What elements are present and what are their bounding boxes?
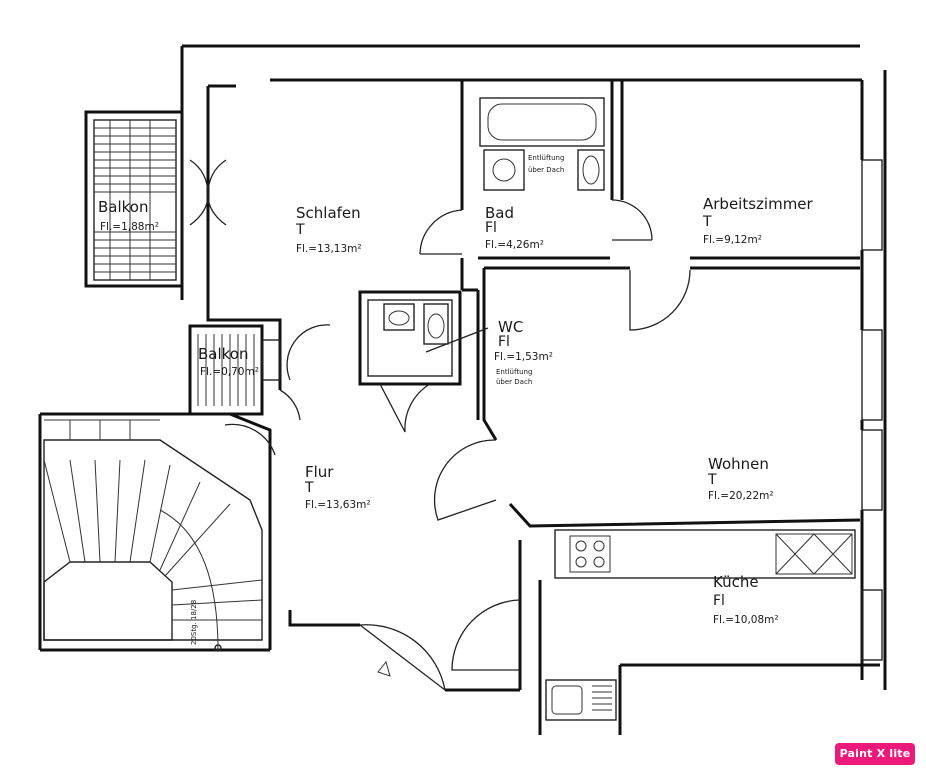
label-wc: WC Fl Fl.=1,53m² Entlüftung über Dach xyxy=(494,318,553,386)
wc-fixtures xyxy=(383,303,489,353)
svg-text:T: T xyxy=(702,214,712,230)
bath-sink xyxy=(483,149,525,191)
svg-text:Fl.=20,22m²: Fl.=20,22m² xyxy=(708,490,774,502)
svg-text:Fl: Fl xyxy=(485,220,497,236)
svg-text:Fl.=0,70m²: Fl.=0,70m² xyxy=(200,366,259,378)
svg-text:Fl: Fl xyxy=(713,593,725,609)
svg-text:über Dach: über Dach xyxy=(528,166,564,174)
svg-text:Fl.=10,08m²: Fl.=10,08m² xyxy=(713,614,779,626)
svg-text:T: T xyxy=(707,472,717,488)
bathtub xyxy=(479,97,605,147)
interior-walls xyxy=(40,80,880,735)
svg-text:T: T xyxy=(295,222,305,238)
svg-text:Balkon: Balkon xyxy=(98,198,149,216)
watermark-badge: Paint X lite xyxy=(835,743,915,765)
svg-text:Fl.=1,53m²: Fl.=1,53m² xyxy=(494,351,553,363)
label-arbeitszimmer: Arbeitszimmer T Fl.=9,12m² xyxy=(702,195,814,246)
stair-label: 20Stg. 18/28 xyxy=(190,600,198,645)
windows xyxy=(261,159,883,661)
label-flur: Flur T Fl.=13,63m² xyxy=(304,463,371,511)
label-schlafen: Schlafen T Fl.=13,13m² xyxy=(295,204,362,255)
label-balkon-small: Balkon Fl.=0,70m² xyxy=(198,345,259,378)
svg-text:Schlafen: Schlafen xyxy=(296,204,361,222)
svg-text:Entlüftung: Entlüftung xyxy=(496,368,532,376)
svg-text:T: T xyxy=(304,480,314,496)
svg-text:Küche: Küche xyxy=(713,573,759,591)
label-wohnen: Wohnen T Fl.=20,22m² xyxy=(707,455,774,502)
svg-text:Fl.=9,12m²: Fl.=9,12m² xyxy=(703,234,762,246)
svg-text:Fl.=4,26m²: Fl.=4,26m² xyxy=(485,239,544,251)
outer-walls xyxy=(38,44,887,690)
svg-text:Wohnen: Wohnen xyxy=(708,455,769,473)
svg-text:über Dach: über Dach xyxy=(496,378,532,386)
svg-text:Fl.=1,88m²: Fl.=1,88m² xyxy=(100,221,159,233)
doors xyxy=(189,159,691,692)
svg-text:Fl: Fl xyxy=(498,334,510,350)
kitchen-sink xyxy=(545,679,617,721)
label-kueche: Küche Fl Fl.=10,08m² xyxy=(713,573,779,626)
svg-text:Fl.=13,13m²: Fl.=13,13m² xyxy=(296,243,362,255)
svg-text:Bad: Bad xyxy=(485,204,514,222)
balcony-small-hatch xyxy=(197,334,255,406)
kitchen-counter xyxy=(554,529,856,579)
svg-text:Balkon: Balkon xyxy=(198,345,249,363)
label-balkon-large: Balkon Fl.=1,88m² xyxy=(98,198,159,233)
bath-toilet xyxy=(577,149,605,191)
bath-vent-note: Entlüftung über Dach xyxy=(528,154,564,174)
svg-text:Arbeitszimmer: Arbeitszimmer xyxy=(703,195,814,213)
label-bad: Bad Fl Fl.=4,26m² xyxy=(485,204,544,251)
svg-text:WC: WC xyxy=(498,318,523,336)
staircase: 20Stg. 18/28 xyxy=(43,419,263,652)
svg-text:Fl.=13,63m²: Fl.=13,63m² xyxy=(305,499,371,511)
svg-text:Flur: Flur xyxy=(305,463,334,481)
svg-text:Entlüftung: Entlüftung xyxy=(528,154,564,162)
entrance-marker xyxy=(377,660,391,677)
balcony-large xyxy=(84,110,184,288)
